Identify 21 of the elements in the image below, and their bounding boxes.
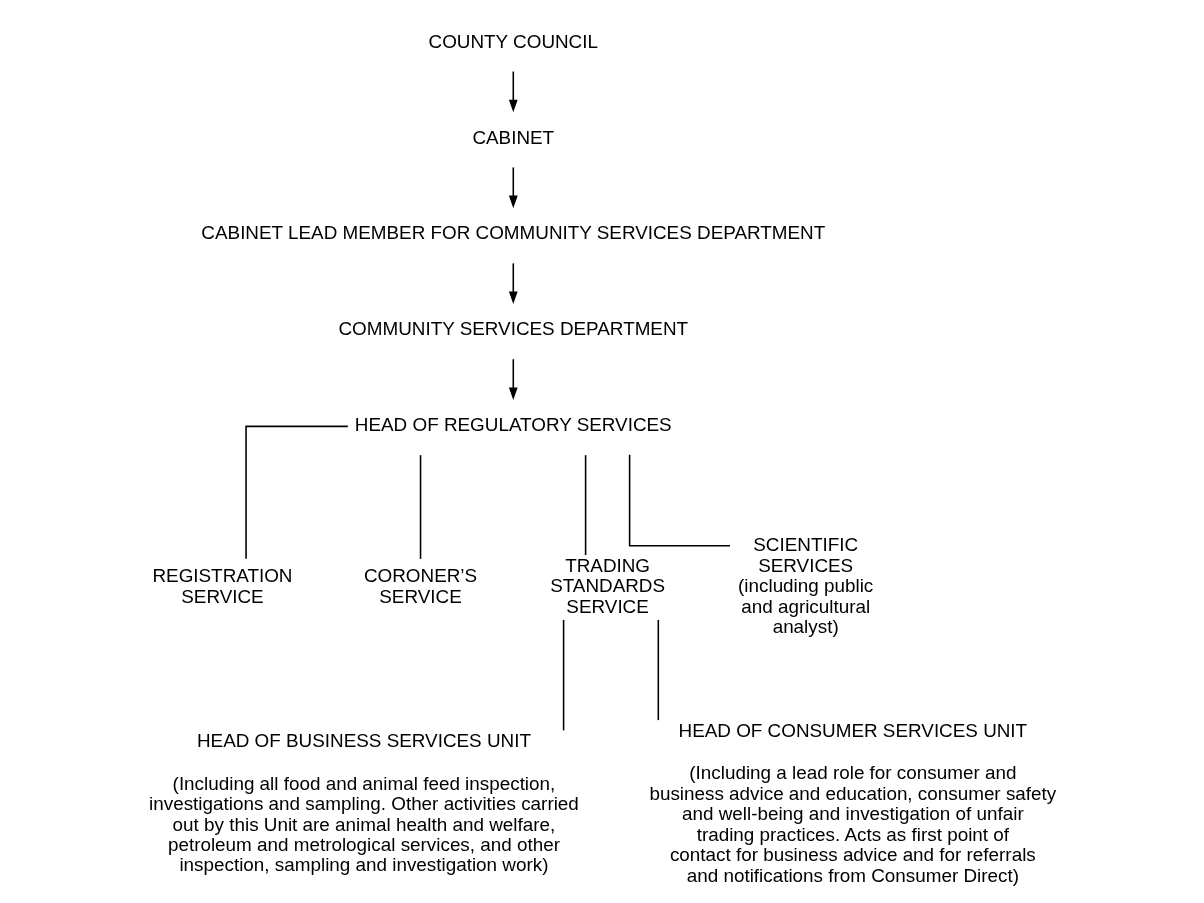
arrow: [508, 358, 518, 400]
node-text: TRADING STANDARDS SERVICE: [549, 554, 665, 617]
connector: [584, 454, 586, 556]
connector: [628, 453, 731, 547]
arrow: [508, 262, 518, 305]
connector: [244, 425, 349, 560]
node-text: CABINET: [471, 126, 554, 148]
arrow: [508, 166, 518, 209]
node-text: HEAD OF REGULATORY SERVICES: [354, 414, 672, 436]
node-text: COMMUNITY SERVICES DEPARTMENT: [337, 318, 688, 340]
node-text: SCIENTIFIC SERVICES (including public and agricultural analyst): [737, 534, 873, 638]
connector: [657, 619, 659, 721]
arrow: [508, 70, 518, 113]
connector: [419, 454, 421, 560]
node-text: HEAD OF BUSINESS SERVICES UNIT (Including all food and animal feed inspection, investigations and sampling. Other activities carried out by this Unit are animal health and welfare, petroleum and metrological services, and other inspection, sampling and investigation work): [148, 730, 579, 876]
node-text: CABINET LEAD MEMBER FOR COMMUNITY SERVICES DEPARTMENT: [200, 222, 825, 244]
node-text: CORONER’S SERVICE: [363, 565, 477, 607]
node-text: REGISTRATION SERVICE: [151, 565, 292, 607]
node-text: HEAD OF CONSUMER SERVICES UNIT (Including a lead role for consumer and business advice and education, consumer safety and well-being and investigation of unfair trading practices. Acts as first point of contact for business advice and for referrals and notifications from Consumer Direct): [648, 719, 1056, 886]
connector: [562, 619, 564, 732]
node-text: COUNTY COUNCIL: [428, 30, 598, 52]
